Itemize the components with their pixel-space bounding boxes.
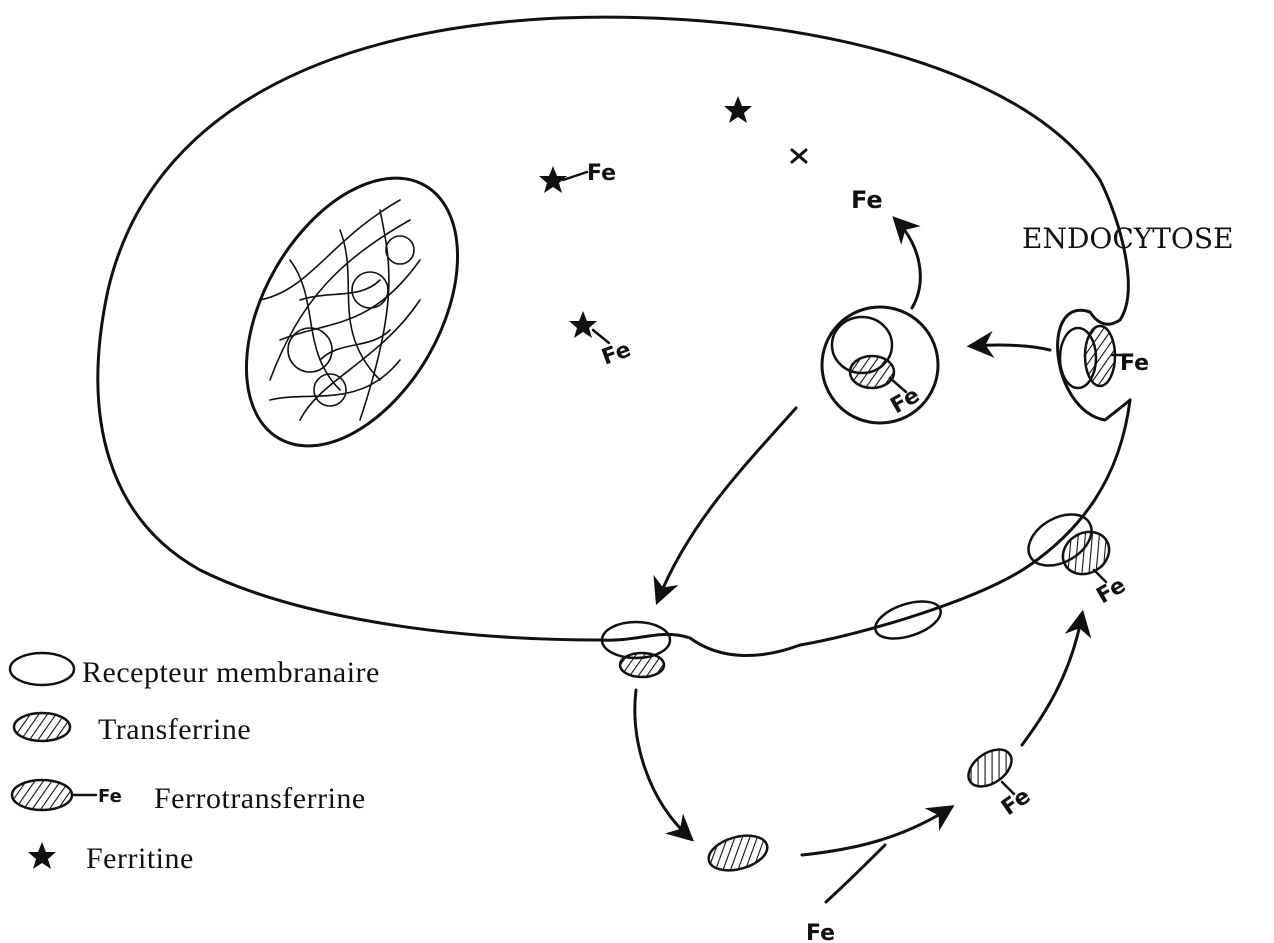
released-fe-label: Fe [851,186,883,214]
free-transferrin [705,830,771,876]
legend-item-receptor: Recepteur membranaire [10,653,380,689]
ferritin-fe-complex: Fe [539,161,616,193]
svg-text:Fe: Fe [887,383,925,419]
legend: Recepteur membranaire Transferrine Fe Fe… [10,653,380,875]
extracellular-ferrotransferrin: Fe [962,742,1036,821]
fe-input-curve [826,845,885,902]
transferrin-release-arrow [635,690,690,838]
incoming-fe-label: Fe [806,921,835,943]
membrane-receptor [871,594,946,645]
legend-item-ferrotransferrin: Fe Ferrotransferrine [12,780,366,815]
fe-binding-arrow [802,808,950,855]
ferritin-fe-complex: Fe [569,311,634,371]
endocytose-label: ENDOCYTOSE [1022,222,1234,255]
svg-text:Fe: Fe [1093,573,1131,609]
endosome: Fe [822,307,938,423]
membrane-receptor-with-ferrotransferrin: Fe [1020,504,1131,609]
svg-text:Fe: Fe [997,784,1035,821]
internalization-arrow [972,345,1050,350]
legend-receptor-label: Recepteur membranaire [82,656,380,689]
transferrin-legend-symbol [14,713,70,741]
cell-membrane [98,17,1130,655]
legend-item-ferritin: Ferritine [28,842,194,875]
recycling-arrow [658,408,796,600]
svg-text:Fe: Fe [587,161,616,186]
receptor-transferrin-release [602,622,670,677]
receptor-binding-arrow [1022,615,1082,745]
legend-ferritin-label: Ferritine [86,842,194,875]
legend-item-transferrin: Transferrine [14,713,251,746]
nucleus [203,142,501,483]
svg-text:Fe: Fe [1120,351,1149,376]
fe-release-arrow [896,220,920,308]
legend-transferrin-label: Transferrine [98,713,251,746]
internalizing-complex: Fe [1060,326,1149,388]
receptor-legend-symbol [10,653,74,685]
svg-text:Fe: Fe [599,337,635,370]
ferrotransferrin-legend-symbol [12,780,72,810]
legend-fe-symbol: Fe [98,786,122,807]
legend-ferrotransferrin-label: Ferrotransferrine [154,782,366,815]
ferritin-star [724,96,752,123]
small-cross-mark [792,150,806,162]
ferritin-legend-symbol [28,842,56,869]
